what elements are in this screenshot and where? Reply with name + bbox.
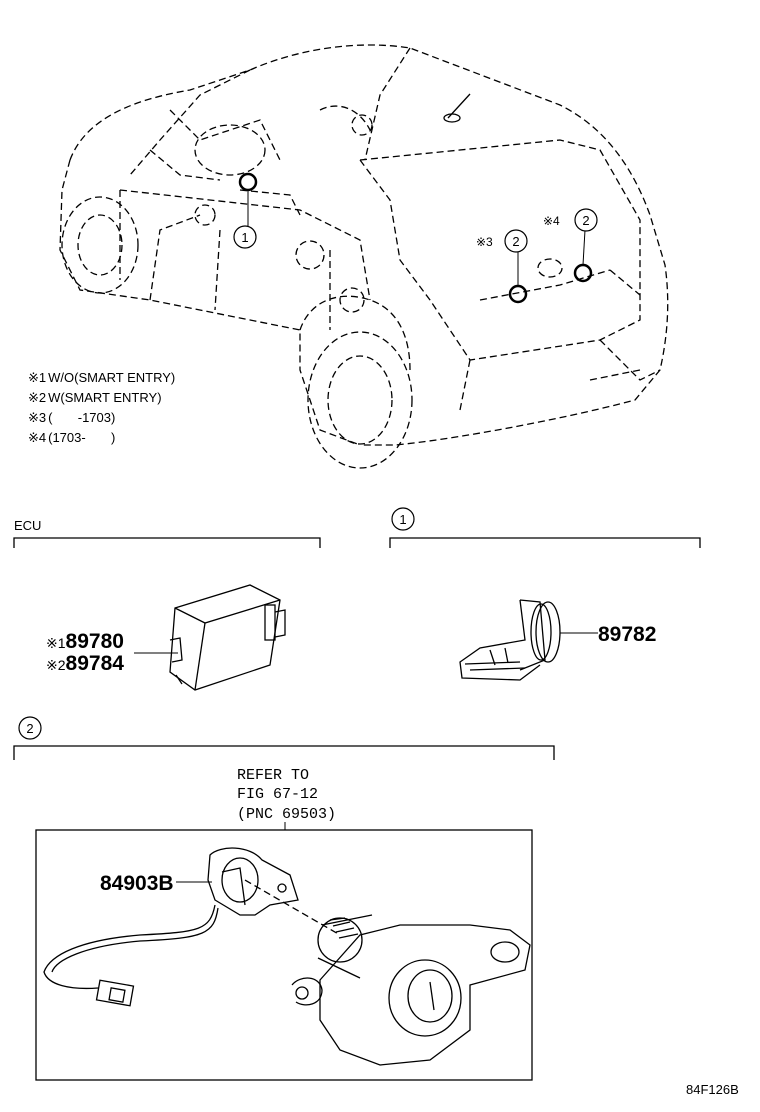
reference-box: [35, 829, 533, 1081]
marker-lock-3: [508, 284, 528, 304]
note-mark-4: ※4: [543, 214, 560, 228]
refer-line-3: (PNC 69503): [237, 806, 336, 823]
switch-drawing: [459, 599, 561, 681]
note-3: ※3( -1703): [28, 410, 115, 425]
callout-1: 1: [233, 225, 257, 249]
svg-text:2: 2: [582, 213, 589, 228]
svg-text:2: 2: [26, 721, 33, 736]
section-2-badge: [18, 716, 42, 740]
part-84903B: 84903B: [100, 872, 174, 895]
callout-2-left: 2: [504, 229, 528, 253]
figure-code: 84F126B: [686, 1082, 739, 1097]
lock-switch-drawing: [43, 847, 531, 1066]
section-2: 2 REFER TO FIG 67-12 (PNC 69503): [13, 716, 555, 1081]
location-markers: [238, 172, 593, 304]
ecu-title: ECU: [14, 518, 41, 533]
vehicle-illustration: [59, 44, 669, 469]
refer-line-1: REFER TO: [237, 767, 309, 784]
part-89782: 89782: [598, 623, 656, 646]
svg-text:1: 1: [399, 512, 406, 527]
svg-text:1: 1: [241, 230, 248, 245]
refer-line-2: FIG 67-12: [237, 786, 318, 803]
ecu-part-2: ※289784: [46, 652, 124, 675]
callout-2-right: 2: [574, 208, 598, 232]
note-mark-3: ※3: [476, 235, 493, 249]
svg-text:2: 2: [512, 234, 519, 249]
ecu-part-1: ※189780: [46, 630, 124, 653]
ecu-module-drawing: [169, 584, 286, 691]
marker-ecu-location: [238, 172, 258, 192]
section-1: 1 89782: [389, 507, 701, 681]
note-4: ※4(1703- ): [28, 430, 115, 445]
section-1-badge: [391, 507, 415, 531]
section-ecu: ECU ※189780 ※289784: [13, 518, 321, 691]
